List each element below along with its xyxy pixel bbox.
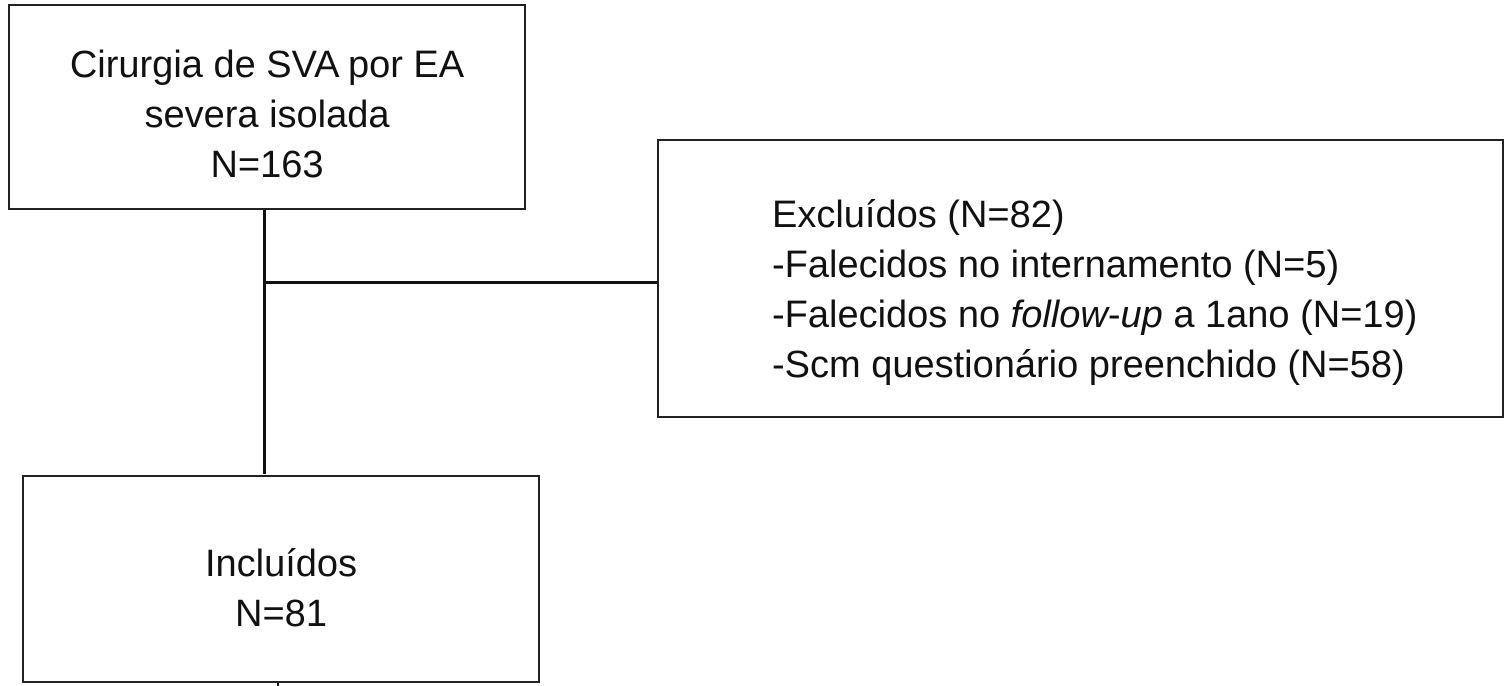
surgery-cohort-text: Cirurgia de SVA por EA severa isolada N=… [10, 40, 524, 190]
vertical-connector-line [263, 210, 266, 474]
bottom-tick-line [277, 683, 279, 686]
included-box: Incluídos N=81 [22, 475, 540, 683]
surgery-cohort-box: Cirurgia de SVA por EA severa isolada N=… [8, 4, 526, 210]
horizontal-connector-line [264, 281, 657, 284]
excluded-item-no-questionnaire: -Scm questionário preenchido (N=58) [772, 344, 1405, 386]
surgery-cohort-line2: severa isolada [144, 94, 390, 136]
excluded-item-followup-dash: - [1107, 294, 1121, 336]
included-count: N=81 [235, 593, 327, 635]
excluded-item-followup-suffix: a 1ano (N=19) [1162, 294, 1418, 336]
excluded-item-in-hospital-deaths: -Falecidos no internamento (N=5) [772, 244, 1340, 286]
surgery-cohort-count: N=163 [210, 144, 324, 186]
excluded-title: Excluídos (N=82) [772, 194, 1065, 236]
excluded-box: Excluídos (N=82) -Falecidos no intername… [657, 139, 1504, 418]
excluded-text: Excluídos (N=82) -Falecidos no intername… [772, 190, 1417, 390]
surgery-cohort-line1: Cirurgia de SVA por EA [69, 44, 465, 86]
excluded-item-followup-italic2: up [1120, 294, 1163, 336]
excluded-item-followup-italic: follow [1010, 294, 1108, 336]
included-label: Incluídos [204, 543, 358, 585]
included-text: Incluídos N=81 [24, 539, 538, 639]
excluded-item-followup-prefix: -Falecidos no [772, 294, 1011, 336]
excluded-item-followup-deaths: -Falecidos no follow-up a 1ano (N=19) [772, 290, 1417, 340]
